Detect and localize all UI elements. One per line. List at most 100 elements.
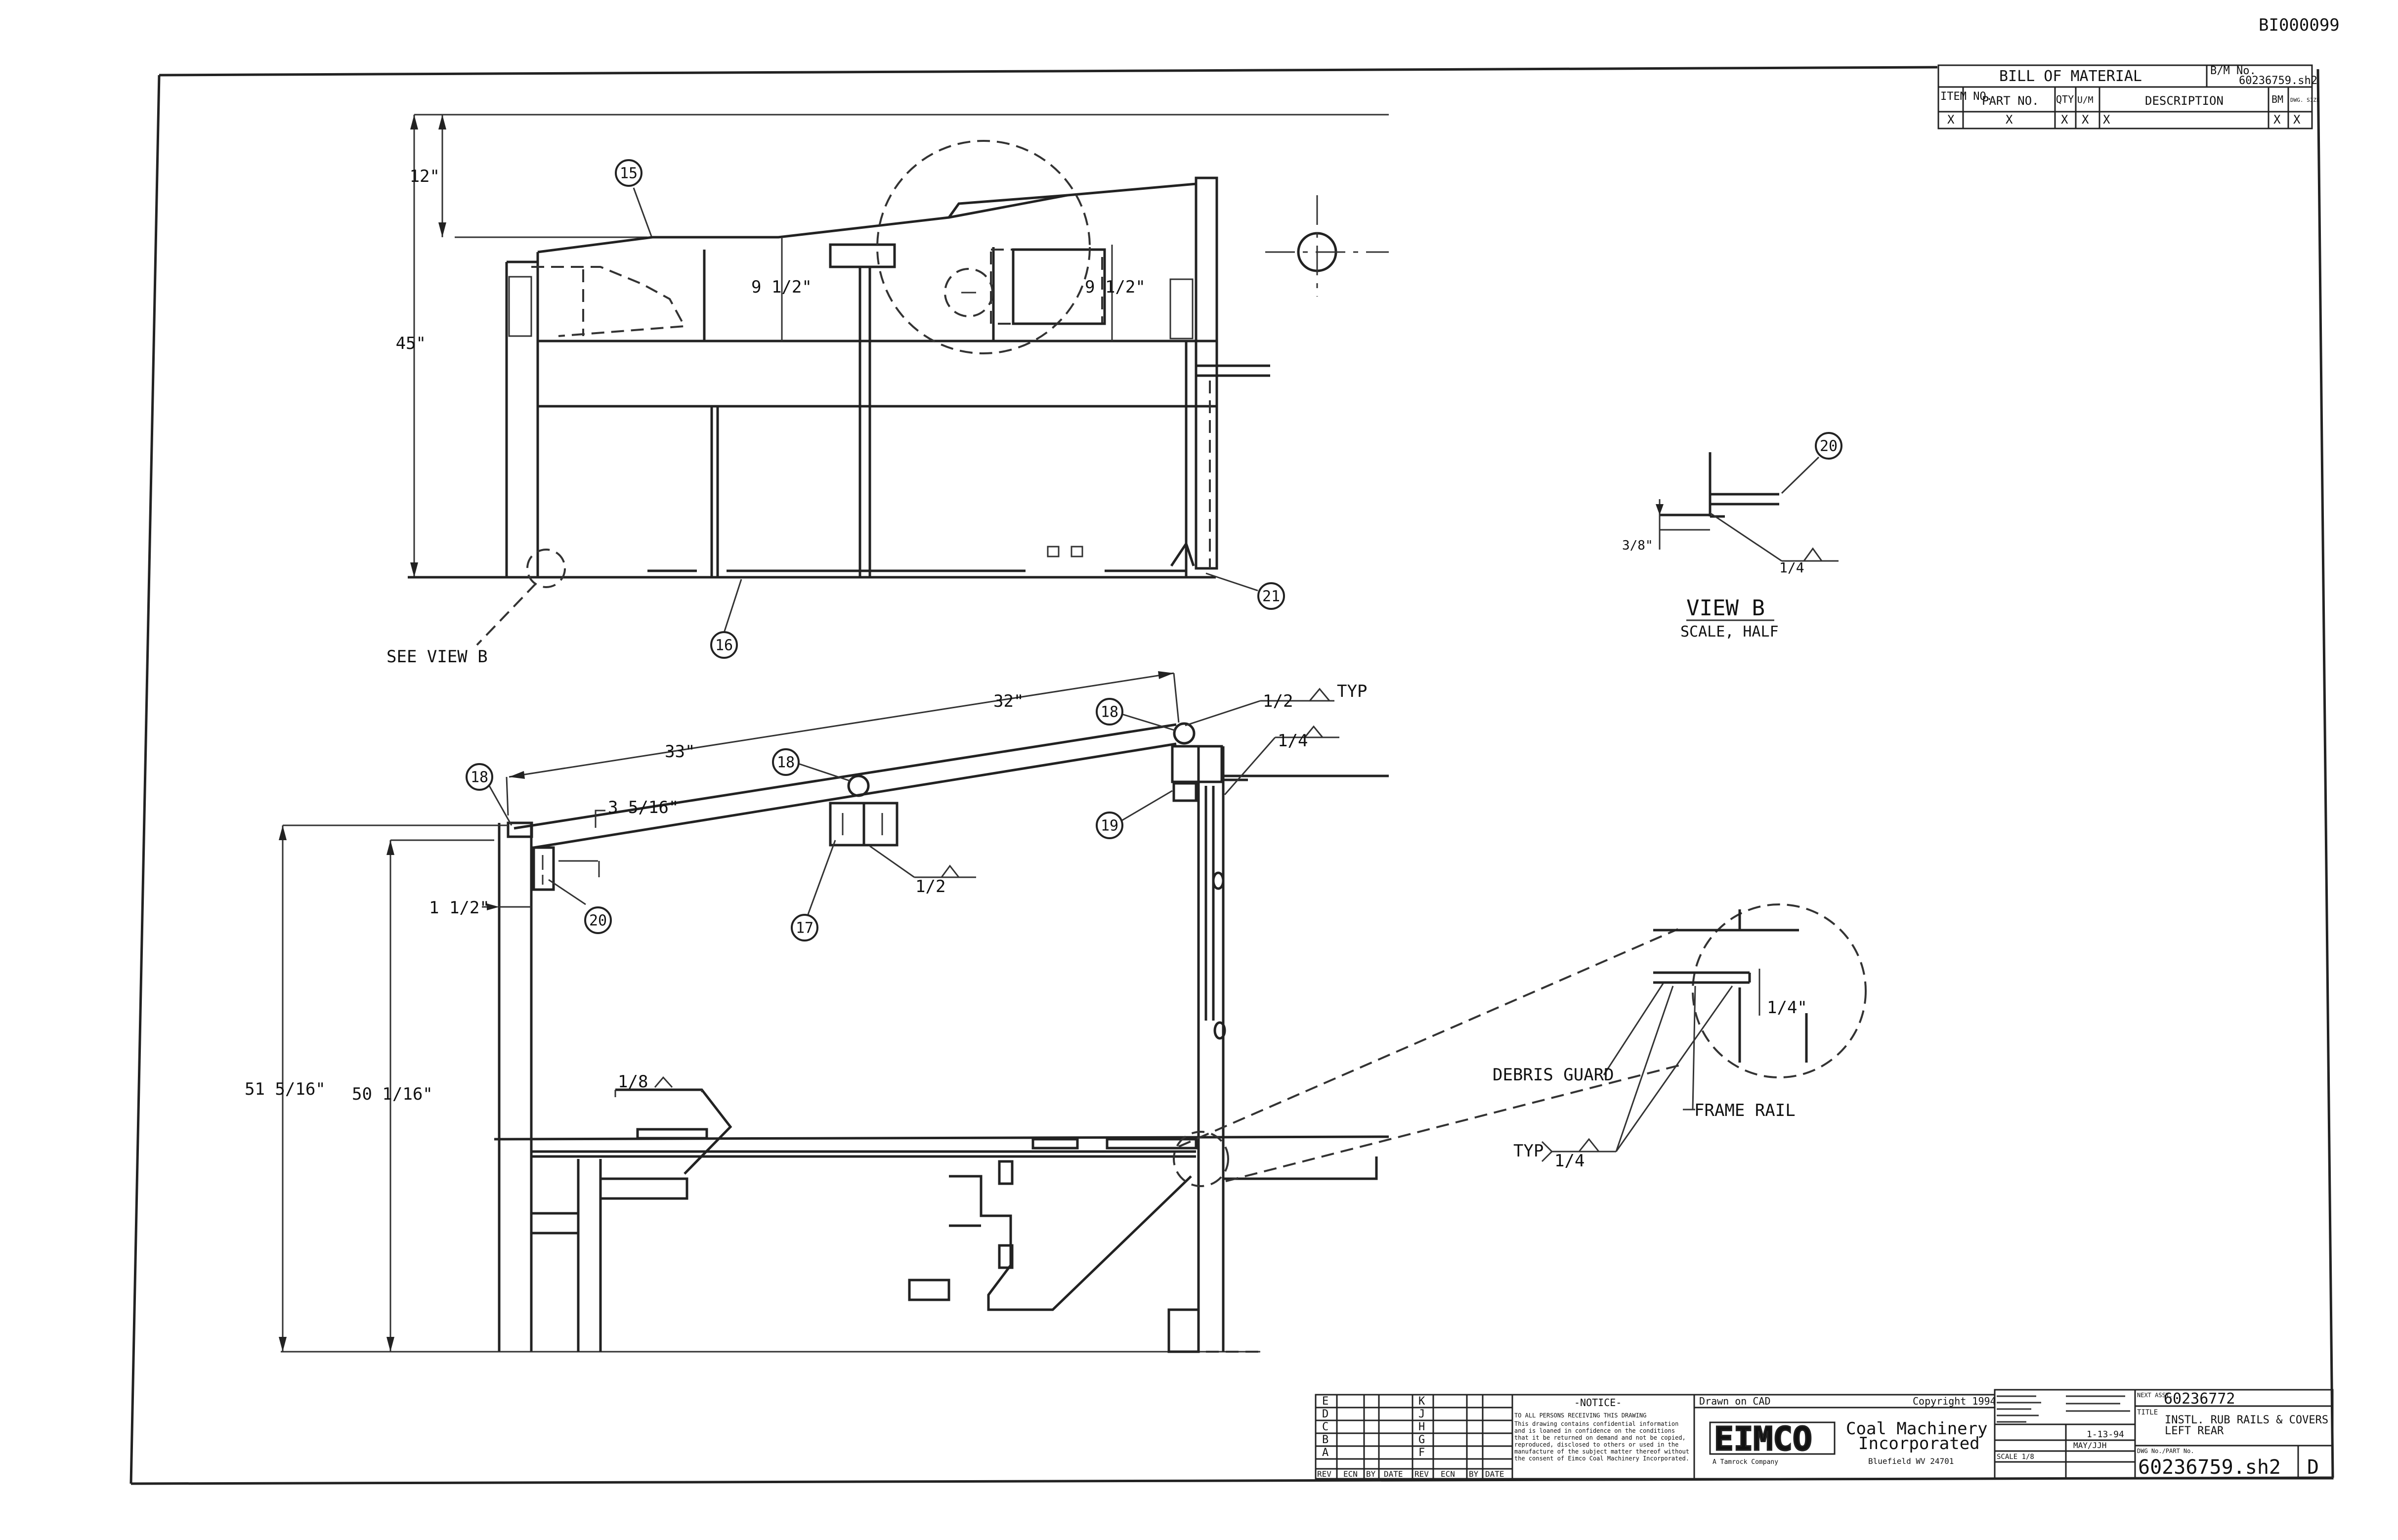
notice-body: This drawing contains confidential infor…: [1514, 1420, 1690, 1462]
side-view: 33" 32" 3 5/16" 1 1/2" 51 5/16" 50 1/16": [245, 671, 1389, 1353]
bom-row-qty: X: [2061, 113, 2068, 127]
notice-block: -NOTICE- TO ALL PERSONS RECEIVING THIS D…: [1511, 1394, 1695, 1480]
dim-9-1-2-right: 9 1/2": [1085, 277, 1146, 297]
detail-weld: 1/4: [1554, 1151, 1584, 1171]
callout-17: 17: [796, 920, 814, 937]
revision-block: E D C B A K J H G F REV ECN BY DATE REV …: [1315, 1394, 1513, 1480]
bill-of-material: BILL OF MATERIAL B/M No. 60236759.sh2 IT…: [1937, 64, 2320, 129]
company-name-line2: Incorporated: [1858, 1434, 1980, 1454]
bom-col-qty: QTY: [2056, 93, 2074, 105]
callout-16: 16: [715, 637, 733, 654]
bom-col-size: DWG. SIZE: [2290, 97, 2320, 103]
company-tagline: A Tamrock Company: [1713, 1458, 1778, 1466]
rev-letter-a: A: [1322, 1447, 1328, 1459]
dim-51-5-16: 51 5/16": [245, 1079, 326, 1099]
rev-footer-ecn-right: ECN: [1441, 1469, 1455, 1479]
company-city: Bluefield WV 24701: [1868, 1456, 1954, 1466]
dim-33: 33": [665, 742, 695, 762]
rev-letter-j: J: [1418, 1408, 1425, 1420]
company-block: Drawn on CAD Copyright 1994 EIMCO Coal M…: [1693, 1394, 1996, 1480]
bom-row-item: X: [1947, 113, 1955, 127]
enlarged-detail: 1/4" DEBRIS GUARD FRAME RAIL TYP 1/4: [1173, 903, 1867, 1187]
title-block: NEXT ASSY. 60236772 TITLE INSTL. RUB RAI…: [1994, 1389, 2334, 1480]
weld-1-2-top: 1/2: [1263, 691, 1293, 711]
bom-col-description: DESCRIPTION: [2145, 94, 2224, 108]
drawn-on-cad: Drawn on CAD: [1699, 1395, 1771, 1407]
checked-by: MAY/JJH: [2073, 1441, 2106, 1450]
sheet-border: [129, 66, 2334, 1485]
rev-footer-ecn-left: ECN: [1343, 1469, 1358, 1479]
dim-1-1-2: 1 1/2": [429, 898, 490, 918]
rev-letter-g: G: [1418, 1434, 1425, 1446]
dim-3-5-16: 3 5/16": [608, 798, 679, 817]
view-b-weld: 1/4: [1779, 559, 1804, 576]
drawing-title-line1: INSTL. RUB RAILS & COVERS: [2165, 1414, 2328, 1426]
dim-9-1-2-left: 9 1/2": [751, 277, 812, 297]
weld-1-8: 1/8: [618, 1072, 648, 1092]
bom-row-desc: X: [2103, 113, 2110, 127]
bom-col-item: ITEM NO.: [1940, 90, 1993, 103]
sheet-size: D: [2307, 1456, 2319, 1479]
notice-title: -NOTICE-: [1574, 1397, 1622, 1409]
callout-21: 21: [1262, 588, 1280, 605]
view-b-scale: SCALE, HALF: [1680, 623, 1779, 641]
callout-18-right: 18: [1101, 704, 1118, 721]
callout-15: 15: [620, 165, 638, 182]
detail-gap: 1/4": [1767, 998, 1807, 1018]
dim-45: 45": [396, 334, 426, 353]
rev-letter-e: E: [1322, 1395, 1328, 1408]
callout-20-side: 20: [589, 912, 607, 930]
top-view: 12" 45": [386, 114, 1389, 667]
rev-footer-date-right: DATE: [1485, 1469, 1504, 1479]
see-view-b-label: SEE VIEW B: [386, 647, 488, 667]
bom-title: BILL OF MATERIAL: [1999, 68, 2142, 85]
rev-letter-d: D: [1322, 1408, 1328, 1420]
drawn-date: 1-13-94: [2087, 1429, 2124, 1440]
bom-number-value: 60236759.sh2: [2239, 75, 2317, 87]
detail-typ: TYP: [1513, 1141, 1543, 1161]
bom-col-bm: BM: [2271, 93, 2283, 105]
view-b-title: VIEW B: [1686, 596, 1765, 621]
frame-rail-label: FRAME RAIL: [1694, 1101, 1796, 1120]
bom-col-um: U/M: [2077, 95, 2094, 105]
bom-col-part: PART NO.: [1982, 94, 2039, 108]
view-b-callout-20: 20: [1820, 438, 1838, 455]
rev-letter-k: K: [1418, 1395, 1425, 1408]
weld-typ-top: TYP: [1337, 682, 1367, 701]
drawing-title-line2: LEFT REAR: [2165, 1425, 2224, 1437]
rev-footer-rev-right: REV: [1414, 1469, 1429, 1479]
copyright: Copyright 1994: [1913, 1395, 1996, 1407]
bom-number-label: B/M No.: [2210, 65, 2256, 77]
dim-12: 12": [410, 167, 440, 186]
bom-row-bm: X: [2273, 113, 2281, 127]
rev-footer-date-left: DATE: [1384, 1469, 1403, 1479]
dim-50-1-16: 50 1/16": [352, 1084, 433, 1104]
rev-footer-by-right: BY: [1469, 1469, 1479, 1479]
next-assy-number: 60236772: [2164, 1390, 2235, 1408]
drawing-number: 60236759.sh2: [2138, 1456, 2281, 1479]
eimco-logo: EIMCO: [1714, 1420, 1812, 1458]
callout-19: 19: [1101, 817, 1118, 835]
view-b-dim: 3/8": [1622, 538, 1653, 553]
notice-line1: TO ALL PERSONS RECEIVING THIS DRAWING: [1514, 1412, 1646, 1419]
rev-footer-rev-left: REV: [1317, 1469, 1331, 1479]
debris-guard-label: DEBRIS GUARD: [1493, 1065, 1614, 1085]
bom-row-part: X: [2006, 113, 2013, 127]
scale-value: SCALE 1/8: [1997, 1453, 2034, 1461]
callout-18-left: 18: [471, 769, 488, 786]
dwg-number-label: DWG No./PART No.: [2137, 1448, 2194, 1454]
view-b-detail: 3/8" 1/4 20 VIEW B SCALE, HALF: [1622, 432, 1842, 641]
rev-letter-f: F: [1418, 1447, 1425, 1459]
rev-letter-h: H: [1418, 1421, 1425, 1433]
bom-row-size: X: [2293, 113, 2301, 127]
rev-letter-c: C: [1322, 1421, 1328, 1433]
weld-1-4-post: 1/4: [1278, 731, 1308, 751]
rev-footer-by-left: BY: [1366, 1469, 1376, 1479]
dim-32: 32": [993, 691, 1024, 711]
rev-letter-b: B: [1322, 1434, 1328, 1446]
bom-row-um: X: [2082, 113, 2089, 127]
callout-18-mid: 18: [777, 754, 795, 771]
company-name-line1: Coal Machinery: [1846, 1419, 1988, 1439]
title-label: TITLE: [2137, 1409, 2158, 1416]
